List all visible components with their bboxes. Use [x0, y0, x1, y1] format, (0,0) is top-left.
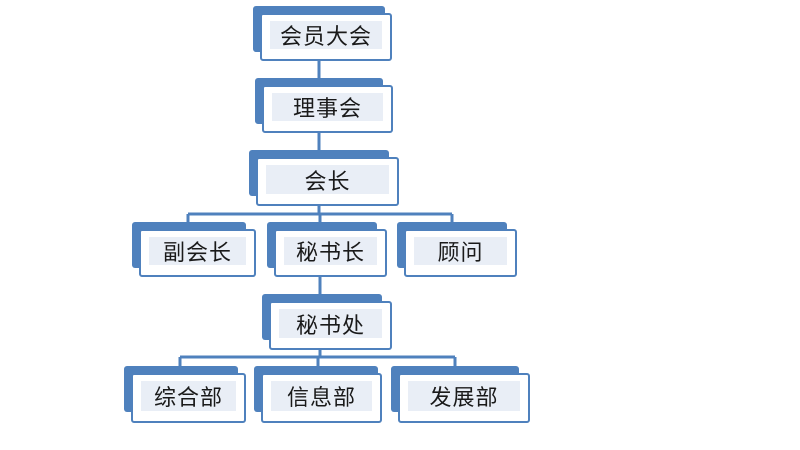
node-label: 信息部 — [286, 386, 356, 411]
node-label: 秘书长 — [295, 241, 365, 266]
node-label: 会员大会 — [279, 25, 372, 50]
node-label: 会长 — [304, 169, 351, 195]
node-label: 顾问 — [437, 241, 484, 266]
node-label: 副会长 — [162, 241, 232, 266]
node-label: 综合部 — [153, 386, 223, 411]
node-label: 秘书处 — [295, 313, 365, 339]
node-label: 发展部 — [429, 386, 499, 411]
node-label: 理事会 — [292, 97, 362, 122]
